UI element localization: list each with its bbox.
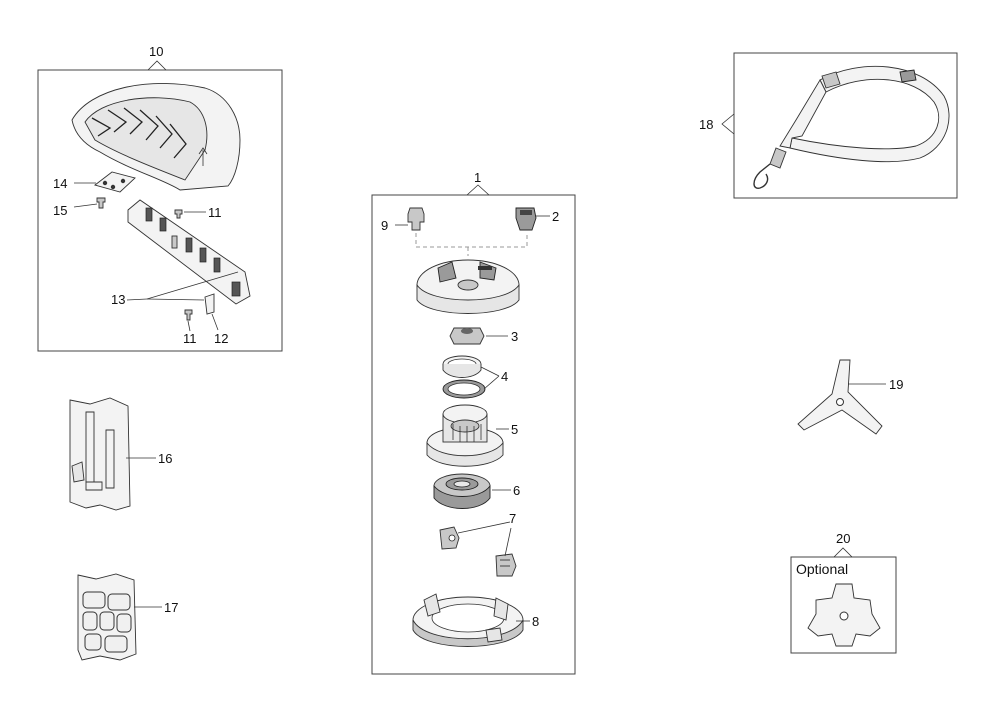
wrench-packaging xyxy=(69,397,131,511)
blade-19 xyxy=(797,359,883,435)
eyelet-7b xyxy=(495,553,517,577)
strap-belt xyxy=(779,79,827,149)
callout-8: 8 xyxy=(532,614,539,629)
optional-label: Optional xyxy=(796,561,848,577)
callout-11-upper: 11 xyxy=(208,205,222,220)
callout-20: 20 xyxy=(836,531,850,546)
trimmer-head-frame xyxy=(371,194,576,675)
leader-13a xyxy=(126,298,148,301)
guard-arrow-mark xyxy=(198,147,208,166)
callout-11-lower: 11 xyxy=(183,331,197,346)
cutter-blade-12 xyxy=(204,293,215,315)
callout-5: 5 xyxy=(511,422,518,437)
strap-frame xyxy=(733,52,958,199)
callout-6: 6 xyxy=(513,483,520,498)
leader-10 xyxy=(147,60,167,71)
sticker-cells xyxy=(82,591,132,653)
holder-slots xyxy=(145,207,241,297)
adapter-bolt-9 xyxy=(407,207,425,231)
leader-1 xyxy=(466,184,490,196)
wrench-handle xyxy=(85,481,103,491)
strap-hook xyxy=(753,163,771,189)
bolt-15 xyxy=(96,197,106,209)
guard-inner xyxy=(84,97,208,181)
shoulder-strap-group: 18 xyxy=(699,52,958,199)
strap-buckle xyxy=(821,71,841,89)
four-tooth-blade-group: 20 Optional xyxy=(790,531,897,654)
strap-adjuster xyxy=(899,69,917,83)
leader-18 xyxy=(721,113,735,135)
callout-12: 12 xyxy=(214,331,228,346)
callout-17: 17 xyxy=(164,600,178,615)
callout-13: 13 xyxy=(111,292,125,307)
screw-11-lower xyxy=(184,309,193,321)
callout-16: 16 xyxy=(158,451,172,466)
alternative-bracket xyxy=(415,233,528,248)
callout-19: 19 xyxy=(889,377,903,392)
callout-3: 3 xyxy=(511,329,518,344)
trimmer-head-group: 1 9 2 3 4 xyxy=(371,170,576,675)
hex-wrench-set: 16 xyxy=(69,397,172,511)
optional-frame xyxy=(790,556,897,654)
callout-1: 1 xyxy=(474,170,481,185)
strap-clip xyxy=(769,147,787,169)
wrench-short xyxy=(105,429,115,489)
guard-assembly-frame xyxy=(37,69,283,352)
callout-7: 7 xyxy=(509,511,516,526)
callout-18: 18 xyxy=(699,117,713,132)
wrench-long xyxy=(85,411,95,483)
callout-4: 4 xyxy=(501,369,508,384)
callout-9: 9 xyxy=(381,218,388,233)
mounting-plate xyxy=(94,171,136,193)
callout-14: 14 xyxy=(53,176,67,191)
guard-ribs xyxy=(91,107,187,159)
sticker-sheet: 17 xyxy=(77,573,178,661)
callout-10: 10 xyxy=(149,44,163,59)
callout-2: 2 xyxy=(552,209,559,224)
callout-15: 15 xyxy=(53,203,67,218)
leader-20 xyxy=(833,547,853,558)
screw-11-upper xyxy=(174,209,183,219)
guard-assembly-group: 10 14 15 11 xyxy=(37,44,283,352)
three-tooth-blade: 19 xyxy=(797,359,903,435)
leader-13b xyxy=(146,298,205,301)
lock-nut-3 xyxy=(449,327,485,345)
